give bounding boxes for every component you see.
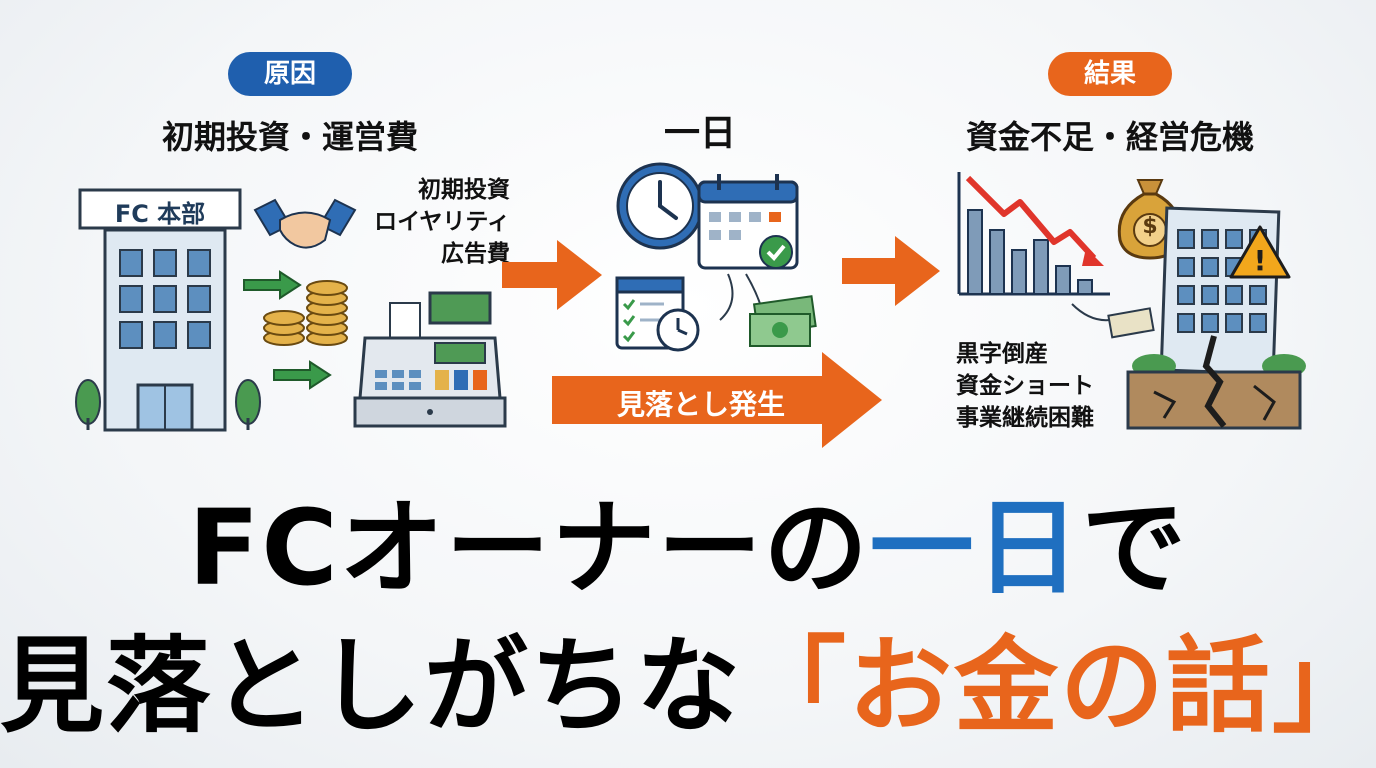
cause-badge: 原因 bbox=[228, 52, 352, 96]
flow-arrow-icon bbox=[502, 240, 602, 310]
headline-line-1: FCオーナーの一日で bbox=[0, 488, 1376, 608]
calendar-icon bbox=[697, 174, 799, 270]
green-arrow-icon bbox=[273, 360, 332, 390]
headline-line1-highlight: 一日 bbox=[869, 487, 1082, 609]
cause-item-initial-investment: 初期投資 bbox=[418, 177, 510, 203]
result-item-list: 黒字倒産 資金ショート 事業継続困難 bbox=[956, 338, 1094, 434]
checklist-icon bbox=[615, 276, 700, 352]
flying-banknote-icon bbox=[1071, 303, 1155, 339]
headline-line1-suffix: で bbox=[1081, 487, 1188, 609]
cause-item-advertising: 広告費 bbox=[441, 241, 510, 267]
result-item-cash-shortage: 資金ショート bbox=[956, 373, 1094, 399]
handshake-icon bbox=[253, 198, 357, 249]
result-item-business-difficulty: 事業継続困難 bbox=[956, 405, 1094, 431]
headline-line2-highlight: 「お金の話」 bbox=[742, 625, 1376, 747]
headline-line1-prefix: FCオーナーの bbox=[188, 487, 870, 609]
clock-icon bbox=[616, 162, 704, 250]
banknote-icon bbox=[749, 295, 817, 347]
dollar-sign-glyph: $ bbox=[1142, 214, 1158, 239]
overlook-arrow-icon bbox=[552, 352, 882, 448]
declining-chart-icon bbox=[957, 172, 1110, 296]
cause-item-list: 初期投資 ロイヤリティ 広告費 bbox=[362, 174, 510, 270]
building-icon bbox=[75, 188, 261, 432]
headline-line2-prefix: 見落としがちな bbox=[0, 625, 743, 747]
green-arrow-icon bbox=[243, 270, 302, 300]
result-badge: 結果 bbox=[1048, 52, 1172, 96]
cash-register-icon bbox=[353, 291, 507, 428]
coins-icon bbox=[263, 280, 348, 346]
flow-arrow-icon bbox=[842, 236, 940, 306]
day-heading: 一日 bbox=[663, 113, 736, 154]
result-item-bankruptcy: 黒字倒産 bbox=[956, 341, 1048, 367]
result-heading: 資金不足・経営危機 bbox=[965, 118, 1254, 156]
warning-icon bbox=[1229, 225, 1291, 279]
warning-glyph: ! bbox=[1253, 244, 1267, 277]
overlook-banner-label: 見落とし発生 bbox=[616, 388, 785, 421]
cause-item-royalty: ロイヤリティ bbox=[374, 209, 510, 235]
hq-sign-label: FC 本部 bbox=[114, 200, 206, 228]
headline-line-2: 見落としがちな「お金の話」 bbox=[0, 626, 1376, 746]
cause-heading: 初期投資・運営費 bbox=[161, 118, 418, 156]
